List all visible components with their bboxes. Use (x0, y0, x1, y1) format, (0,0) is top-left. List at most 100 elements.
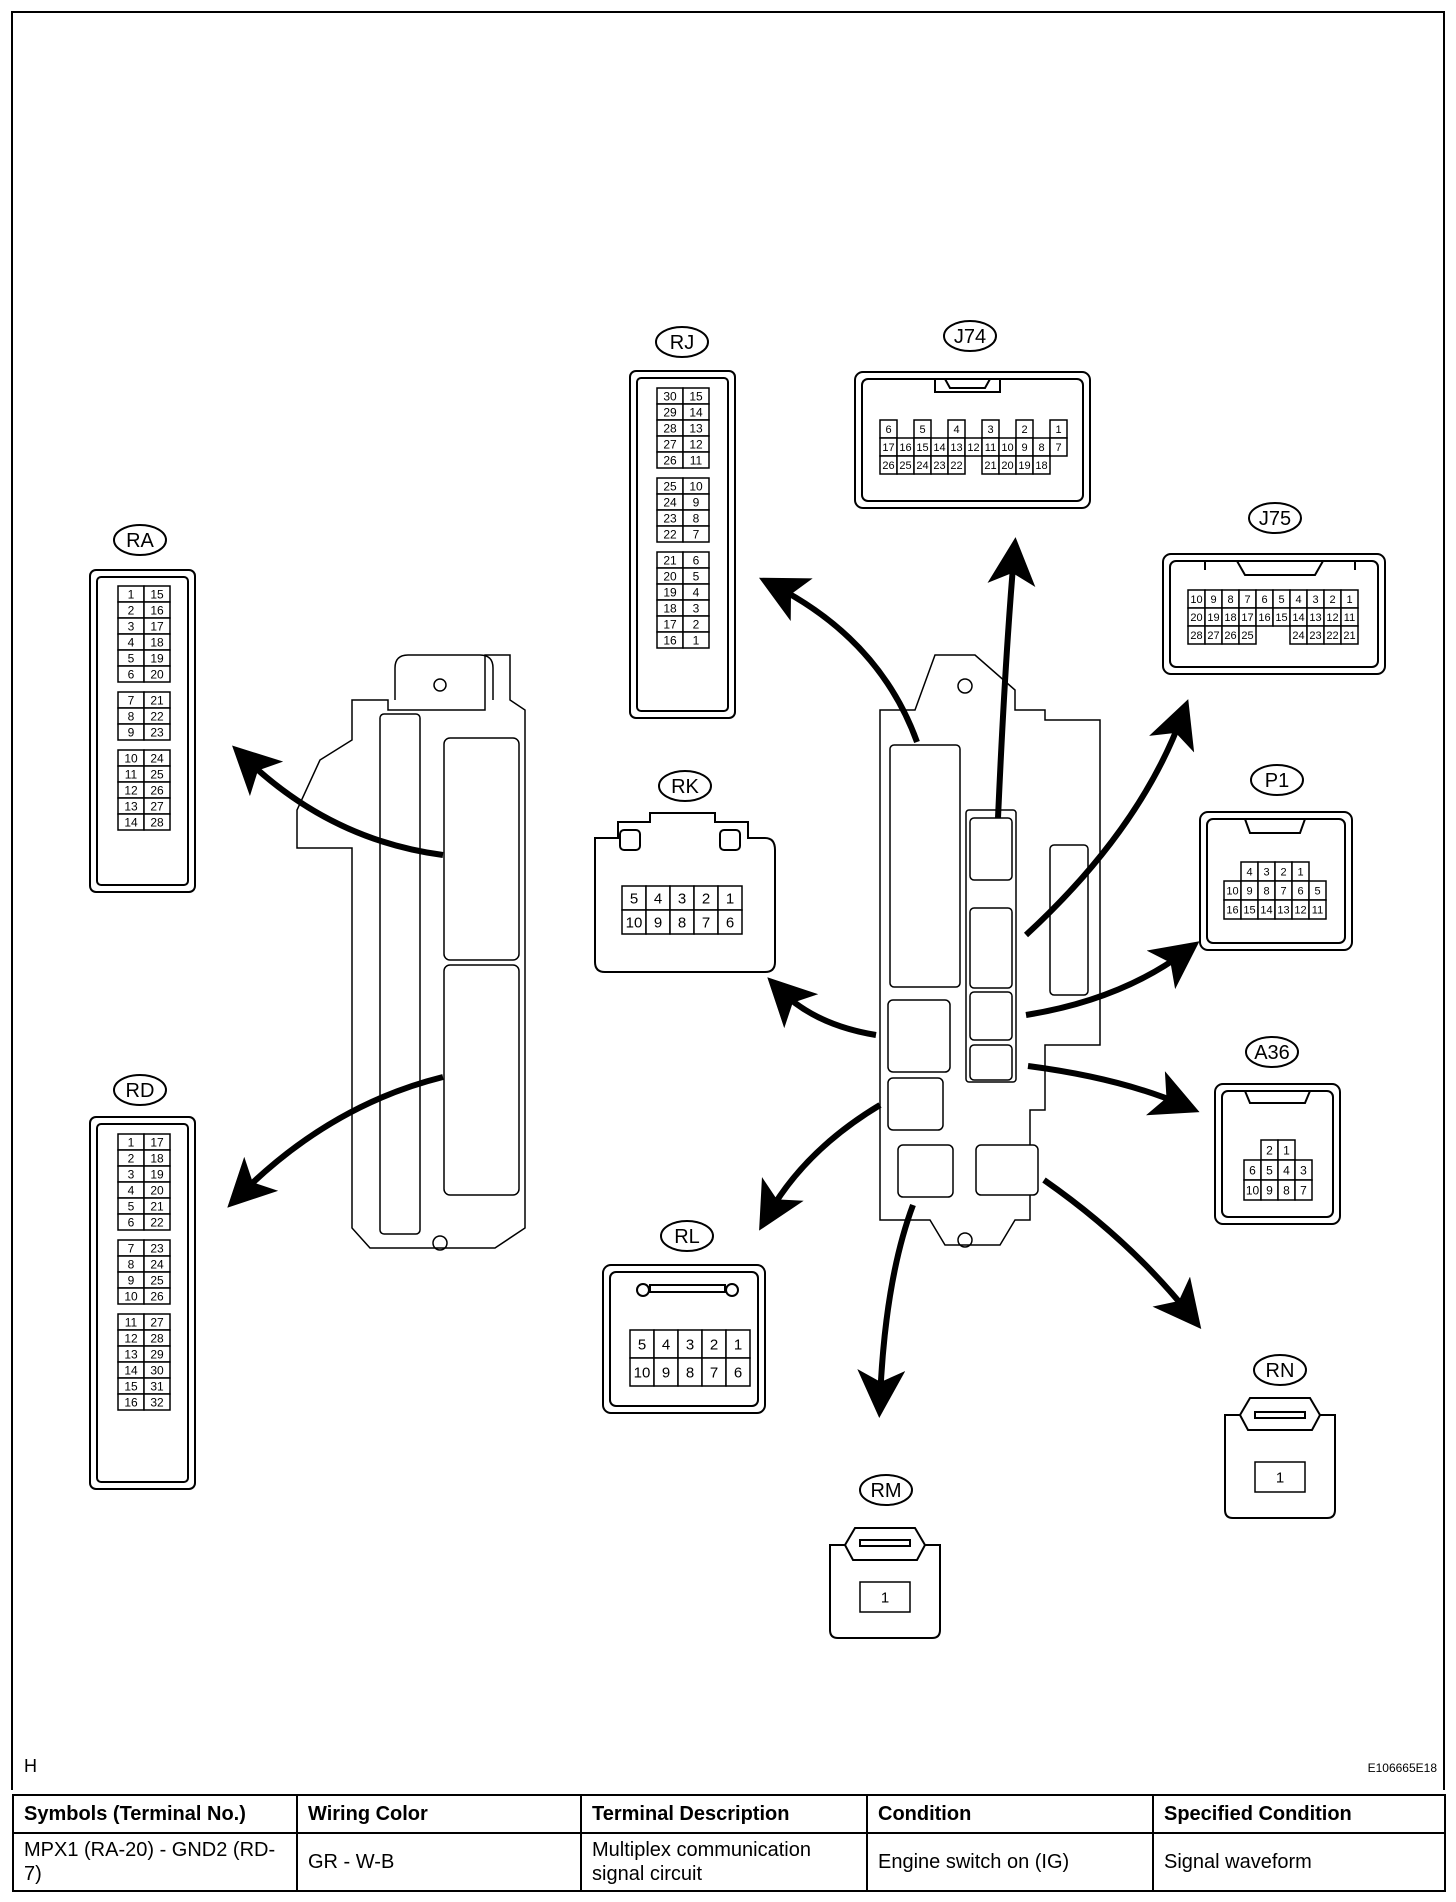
pin-number: 28 (663, 421, 677, 435)
pin-number: 25 (150, 1273, 164, 1287)
pin-cell (947, 455, 966, 475)
connector-id-text: RA (126, 530, 154, 552)
pin-number: 11 (985, 442, 996, 454)
pin-number: 26 (150, 1289, 164, 1303)
pin-number: 8 (128, 709, 135, 723)
pin-number: 15 (689, 389, 703, 403)
pin-number: 15 (1243, 904, 1255, 916)
arrow-to-RN (1042, 1177, 1202, 1330)
pin-number: 3 (987, 424, 993, 436)
pin-number: 4 (1295, 594, 1301, 606)
connector-label-j74: J74 (943, 320, 997, 352)
pin-number: 3 (686, 1336, 694, 1353)
pin-number: 21 (150, 1199, 164, 1213)
pin-number: 20 (1190, 612, 1202, 624)
header-condition: Condition (866, 1794, 1154, 1834)
pin-cell (621, 909, 647, 935)
pin-number: 7 (128, 693, 135, 707)
pin-number: 8 (1038, 442, 1044, 454)
pin-number: 26 (150, 783, 164, 797)
pin-number: 10 (689, 479, 703, 493)
arrow-to-J74 (987, 537, 1036, 819)
pin-number: 27 (663, 437, 677, 451)
cell-symbols: MPX1 (RA-20) - GND2 (RD-7) (12, 1832, 298, 1892)
connector-label-j75: J75 (1248, 502, 1302, 534)
cell-specified-condition: Signal waveform (1152, 1832, 1446, 1892)
pin-number: 1 (1055, 424, 1061, 436)
connector-id-text: RN (1266, 1360, 1295, 1382)
pin-number: 1 (128, 1135, 135, 1149)
pin-number: 19 (1207, 612, 1219, 624)
pin-number: 9 (128, 1273, 135, 1287)
pin-number: 5 (919, 424, 925, 436)
pin-number: 25 (899, 460, 911, 472)
pin-number: 8 (1227, 594, 1233, 606)
connector-label-p1: P1 (1250, 764, 1304, 796)
pin-number: 14 (1292, 612, 1304, 624)
pin-number: 17 (663, 617, 677, 631)
pin-number: 4 (128, 1183, 135, 1197)
pin-number: 26 (882, 460, 894, 472)
pin-number: 6 (885, 424, 891, 436)
pin-number: 23 (663, 511, 677, 525)
pin-number: 24 (150, 1257, 164, 1271)
pin-number: 11 (1312, 904, 1323, 916)
pin-number: 5 (1266, 1163, 1273, 1177)
pin-cell (693, 885, 719, 911)
pin-number: 30 (663, 389, 677, 403)
pin-number: 9 (693, 495, 700, 509)
pin-number: 13 (124, 1347, 138, 1361)
header-wiring-color: Wiring Color (296, 1794, 582, 1834)
arrow-to-RK (767, 977, 877, 1038)
pin-number: 17 (150, 1135, 164, 1149)
header-specified-condition: Specified Condition (1152, 1794, 1446, 1834)
pin-cell (1294, 1179, 1313, 1201)
pin-cell (143, 1393, 171, 1411)
pin-number: 17 (150, 619, 164, 633)
cell-condition: Engine switch on (IG) (866, 1832, 1154, 1892)
pin-number: 4 (1283, 1163, 1290, 1177)
pin-number: 14 (689, 405, 703, 419)
pin-cell (143, 1213, 171, 1231)
pin-number: 2 (128, 603, 135, 617)
pin-number: 22 (663, 527, 677, 541)
pin-number: 1 (734, 1336, 742, 1353)
pin-number: 14 (1260, 904, 1272, 916)
pin-number: 32 (150, 1395, 164, 1409)
pin-number: 9 (1210, 594, 1216, 606)
table-header-row: Symbols (Terminal No.) Wiring Color Term… (12, 1794, 1446, 1834)
pin-number: 19 (1018, 460, 1030, 472)
pin-number: 6 (726, 914, 734, 931)
pin-number: 17 (882, 442, 894, 454)
pin-number: 18 (663, 601, 677, 615)
pin-number: 13 (1277, 904, 1289, 916)
connector-label-rm: RM (859, 1474, 913, 1506)
left-ecu-body (296, 654, 526, 1251)
pin-number: 1 (726, 890, 734, 907)
pin-number: 19 (663, 585, 677, 599)
pin-number: 11 (1344, 612, 1355, 624)
pin-cell (693, 909, 719, 935)
pin-number: 22 (1326, 630, 1338, 642)
connector-id-text: J75 (1259, 508, 1291, 530)
pin-number: 7 (702, 914, 710, 931)
pin-cell (1254, 1461, 1306, 1493)
cell-wiring-color: GR - W-B (296, 1832, 582, 1892)
connector-id-text: RJ (670, 332, 694, 354)
arrow-to-RM (857, 1203, 916, 1418)
pin-number: 23 (933, 460, 945, 472)
pin-cell (682, 525, 710, 543)
pin-number: 13 (124, 799, 138, 813)
corner-label: H (24, 1756, 37, 1776)
pin-number: 18 (150, 635, 164, 649)
pin-number: 16 (1226, 904, 1238, 916)
pin-number: 27 (150, 1315, 164, 1329)
